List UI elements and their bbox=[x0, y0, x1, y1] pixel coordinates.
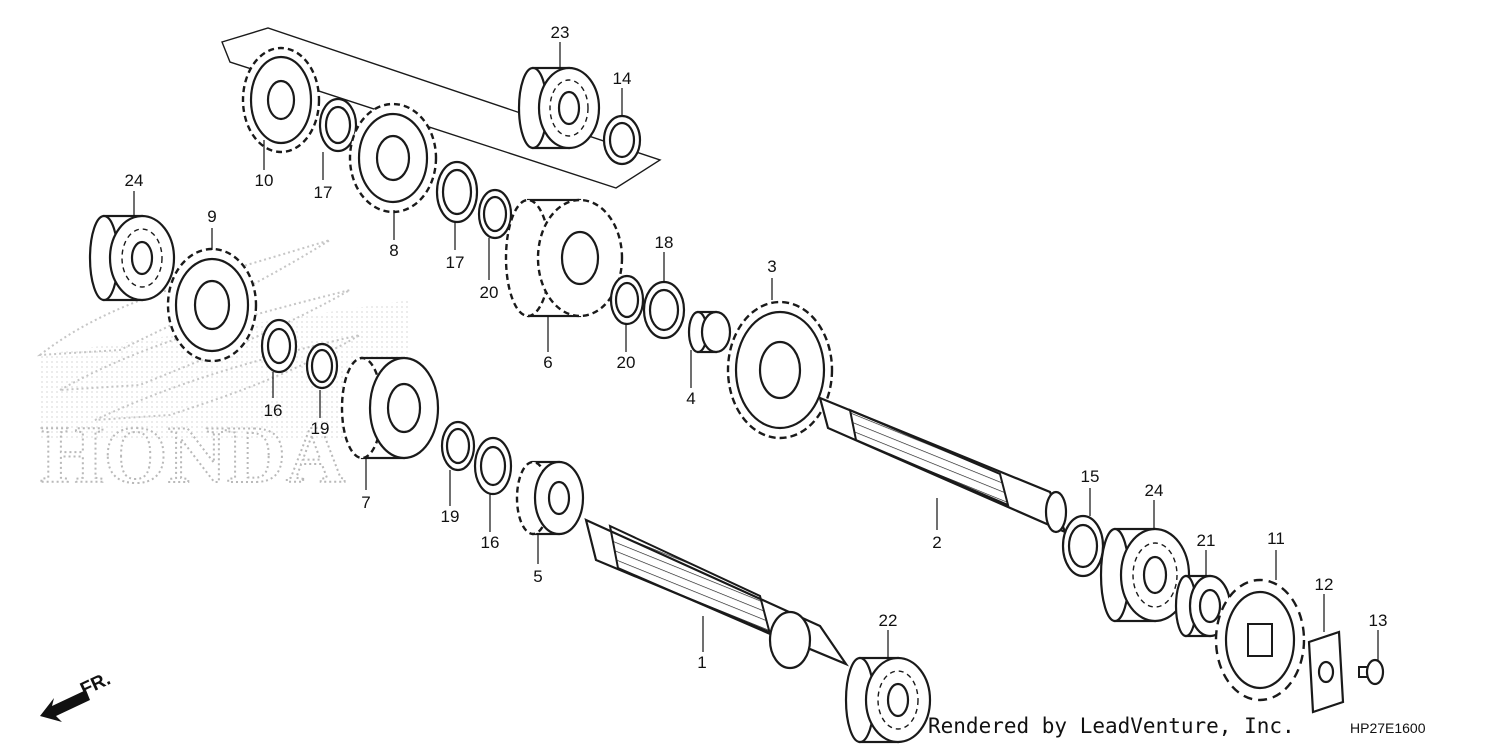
part-3-gear bbox=[726, 300, 834, 440]
part-20-clip-upper bbox=[477, 188, 513, 240]
callout-17-upper: 17 bbox=[314, 183, 333, 202]
part-14-washer bbox=[602, 114, 642, 166]
callout-19-upper: 19 bbox=[311, 419, 330, 438]
callout-16-upper: 16 bbox=[264, 401, 283, 420]
callout-labels: 1 2 3 4 5 6 7 8 9 10 11 12 13 14 15 16 1… bbox=[125, 23, 1388, 672]
callout-24-right: 24 bbox=[1145, 481, 1164, 500]
callout-13: 13 bbox=[1369, 611, 1388, 630]
callout-22: 22 bbox=[879, 611, 898, 630]
part-4-bushing bbox=[687, 310, 732, 354]
callout-15: 15 bbox=[1081, 467, 1100, 486]
callout-10: 10 bbox=[255, 171, 274, 190]
callout-12: 12 bbox=[1315, 575, 1334, 594]
part-24-bearing-left bbox=[88, 214, 176, 302]
callout-5: 5 bbox=[533, 567, 542, 586]
callout-24-left: 24 bbox=[125, 171, 144, 190]
part-12-plate bbox=[1307, 630, 1345, 714]
footer-credit: Rendered by LeadVenture, Inc. bbox=[928, 714, 1295, 738]
callout-7: 7 bbox=[361, 493, 370, 512]
callout-14: 14 bbox=[613, 69, 632, 88]
part-9-gear bbox=[166, 247, 258, 363]
part-13-bolt bbox=[1358, 658, 1385, 686]
callout-1: 1 bbox=[697, 653, 706, 672]
part-17-washer-middle bbox=[435, 160, 479, 224]
part-17-washer-top bbox=[318, 97, 358, 153]
callout-19-lower: 19 bbox=[441, 507, 460, 526]
part-19-clip-upper bbox=[305, 342, 339, 390]
part-20-clip-lower bbox=[609, 274, 645, 326]
callout-9: 9 bbox=[207, 207, 216, 226]
part-8-gear bbox=[348, 102, 438, 214]
part-18-washer bbox=[642, 280, 686, 340]
part-19-clip-lower bbox=[440, 420, 476, 472]
part-2-shaft bbox=[818, 396, 1068, 535]
part-5-gear bbox=[515, 460, 585, 536]
part-22-bearing bbox=[844, 656, 932, 744]
front-direction-arrow-icon bbox=[40, 690, 90, 722]
callout-11: 11 bbox=[1267, 529, 1285, 548]
callout-6: 6 bbox=[543, 353, 552, 372]
part-16-washer-upper bbox=[260, 318, 298, 374]
callout-2: 2 bbox=[932, 533, 941, 552]
callout-17-middle: 17 bbox=[446, 253, 465, 272]
diagram-code: HP27E1600 bbox=[1350, 720, 1426, 736]
honda-watermark-text: HONDA bbox=[40, 409, 345, 500]
part-6-gear bbox=[504, 198, 624, 318]
callout-23: 23 bbox=[551, 23, 570, 42]
part-11-sprocket bbox=[1214, 578, 1306, 702]
callout-8: 8 bbox=[389, 241, 398, 260]
part-23-bearing bbox=[517, 66, 601, 150]
leader-lines bbox=[133, 42, 1379, 660]
part-16-washer-lower bbox=[473, 436, 513, 496]
callout-18: 18 bbox=[655, 233, 674, 252]
part-24-bearing-right bbox=[1099, 527, 1191, 623]
callout-3: 3 bbox=[767, 257, 776, 276]
callout-4: 4 bbox=[686, 389, 695, 408]
callout-21: 21 bbox=[1197, 531, 1216, 550]
kit-outline bbox=[221, 27, 662, 189]
part-7-gear bbox=[340, 356, 440, 460]
callout-20-lower: 20 bbox=[617, 353, 636, 372]
callout-16-lower: 16 bbox=[481, 533, 500, 552]
callout-20-upper: 20 bbox=[480, 283, 499, 302]
part-10-gear bbox=[241, 46, 321, 154]
part-1-shaft bbox=[584, 518, 850, 670]
part-15-washer bbox=[1061, 514, 1105, 578]
